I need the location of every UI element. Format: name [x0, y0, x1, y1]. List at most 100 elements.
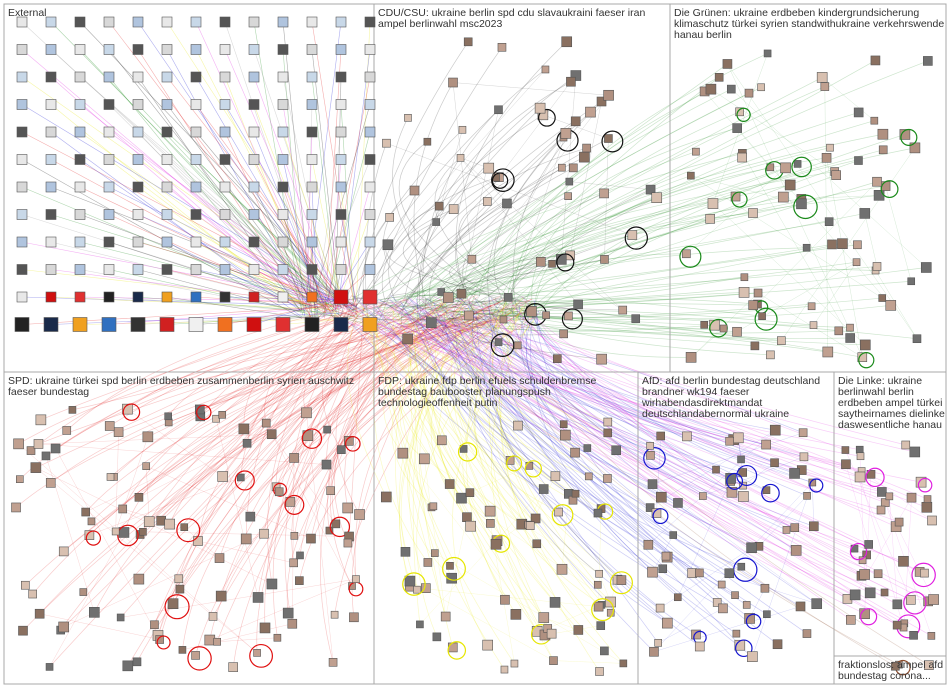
group-label-afd-line-3: deutschlandabernormal ukraine	[642, 408, 789, 420]
spd-node	[229, 663, 238, 672]
spd-node	[253, 592, 263, 602]
cdu-node	[569, 164, 577, 172]
linke-node	[855, 472, 865, 482]
spd-node	[59, 547, 68, 556]
spd-node	[218, 471, 228, 481]
spd-node	[117, 614, 124, 621]
external-node	[162, 237, 172, 247]
fdp-node	[381, 492, 391, 502]
external-node	[160, 318, 174, 332]
external-node	[249, 155, 259, 165]
external-node	[133, 17, 143, 27]
afd-node	[682, 432, 691, 441]
afd-node	[649, 647, 658, 656]
spd-node	[267, 430, 276, 439]
external-node	[278, 237, 288, 247]
external-node	[75, 72, 85, 82]
cdu-node	[571, 117, 580, 126]
gruene-node	[871, 56, 880, 65]
spd-node	[42, 452, 50, 460]
gruene-node	[785, 180, 795, 190]
spd-node	[119, 505, 127, 513]
external-node	[17, 265, 27, 275]
linke-node	[929, 595, 939, 605]
external-node	[46, 265, 56, 275]
fdp-node	[572, 490, 579, 497]
linke-node	[842, 447, 849, 454]
cdu-node	[632, 315, 640, 323]
gruene-node	[825, 218, 833, 226]
external-node	[220, 155, 230, 165]
external-node	[133, 127, 143, 137]
external-node	[336, 45, 346, 55]
spd-node	[51, 444, 60, 453]
external-node	[220, 127, 230, 137]
gruene-node	[727, 85, 735, 93]
gruene-node	[810, 322, 817, 329]
external-node	[162, 72, 172, 82]
cdu-node	[536, 257, 545, 266]
fdp-node	[513, 421, 522, 430]
cdu-node	[433, 219, 440, 226]
gruene-node	[682, 250, 690, 258]
external-node	[249, 45, 259, 55]
external-node	[75, 100, 85, 110]
external-node	[307, 155, 317, 165]
group-label-spd-line-1: faeser bundestag	[8, 386, 89, 398]
fdp-node	[431, 550, 438, 557]
linke-node	[860, 569, 870, 579]
cdu-node	[562, 37, 572, 47]
spd-node	[288, 619, 297, 628]
group-labels: ExternalCDU/CSU: ukraine berlin spd cdu …	[8, 7, 945, 682]
fdp-node	[456, 493, 466, 503]
fdp-node	[526, 522, 534, 530]
edge	[380, 213, 865, 302]
external-node	[220, 45, 230, 55]
afd-node	[738, 491, 748, 501]
spd-node	[82, 508, 90, 516]
gruene-node	[908, 278, 915, 285]
external-node	[46, 100, 56, 110]
fdp-node	[430, 503, 437, 510]
external-node	[162, 155, 172, 165]
external-node	[162, 127, 172, 137]
external-node	[365, 265, 375, 275]
spd-node	[150, 621, 158, 629]
gruene-node	[739, 287, 749, 297]
fdp-node	[604, 429, 612, 437]
cdu-node	[498, 43, 506, 51]
external-node	[17, 292, 27, 302]
spd-node	[355, 510, 365, 520]
fdp-node	[401, 547, 410, 556]
external-node	[46, 237, 56, 247]
afd-node	[662, 618, 672, 628]
gruene-node	[710, 320, 720, 330]
external-node	[365, 127, 375, 137]
external-node	[249, 182, 259, 192]
external-node	[220, 237, 230, 247]
afd-node	[725, 569, 734, 578]
external-node	[191, 265, 201, 275]
afd-node	[771, 459, 779, 467]
gruene-node	[923, 56, 932, 65]
spd-node	[214, 638, 221, 645]
gruene-node	[821, 83, 829, 91]
external-node	[334, 290, 348, 304]
afd-node	[803, 630, 811, 638]
external-node	[46, 182, 56, 192]
gruene-node	[803, 244, 810, 251]
gruene-node	[715, 73, 723, 81]
edge	[121, 579, 356, 617]
gruene-node	[745, 89, 753, 97]
external-node	[249, 17, 259, 27]
linke-node	[910, 631, 918, 639]
external-node	[249, 210, 259, 220]
external-node	[220, 292, 230, 302]
external-node	[249, 237, 259, 247]
external-node	[220, 210, 230, 220]
cdu-node	[604, 90, 614, 100]
external-node	[278, 127, 288, 137]
spd-node	[105, 421, 114, 430]
fdp-node	[398, 448, 408, 458]
linke-node	[920, 569, 928, 577]
